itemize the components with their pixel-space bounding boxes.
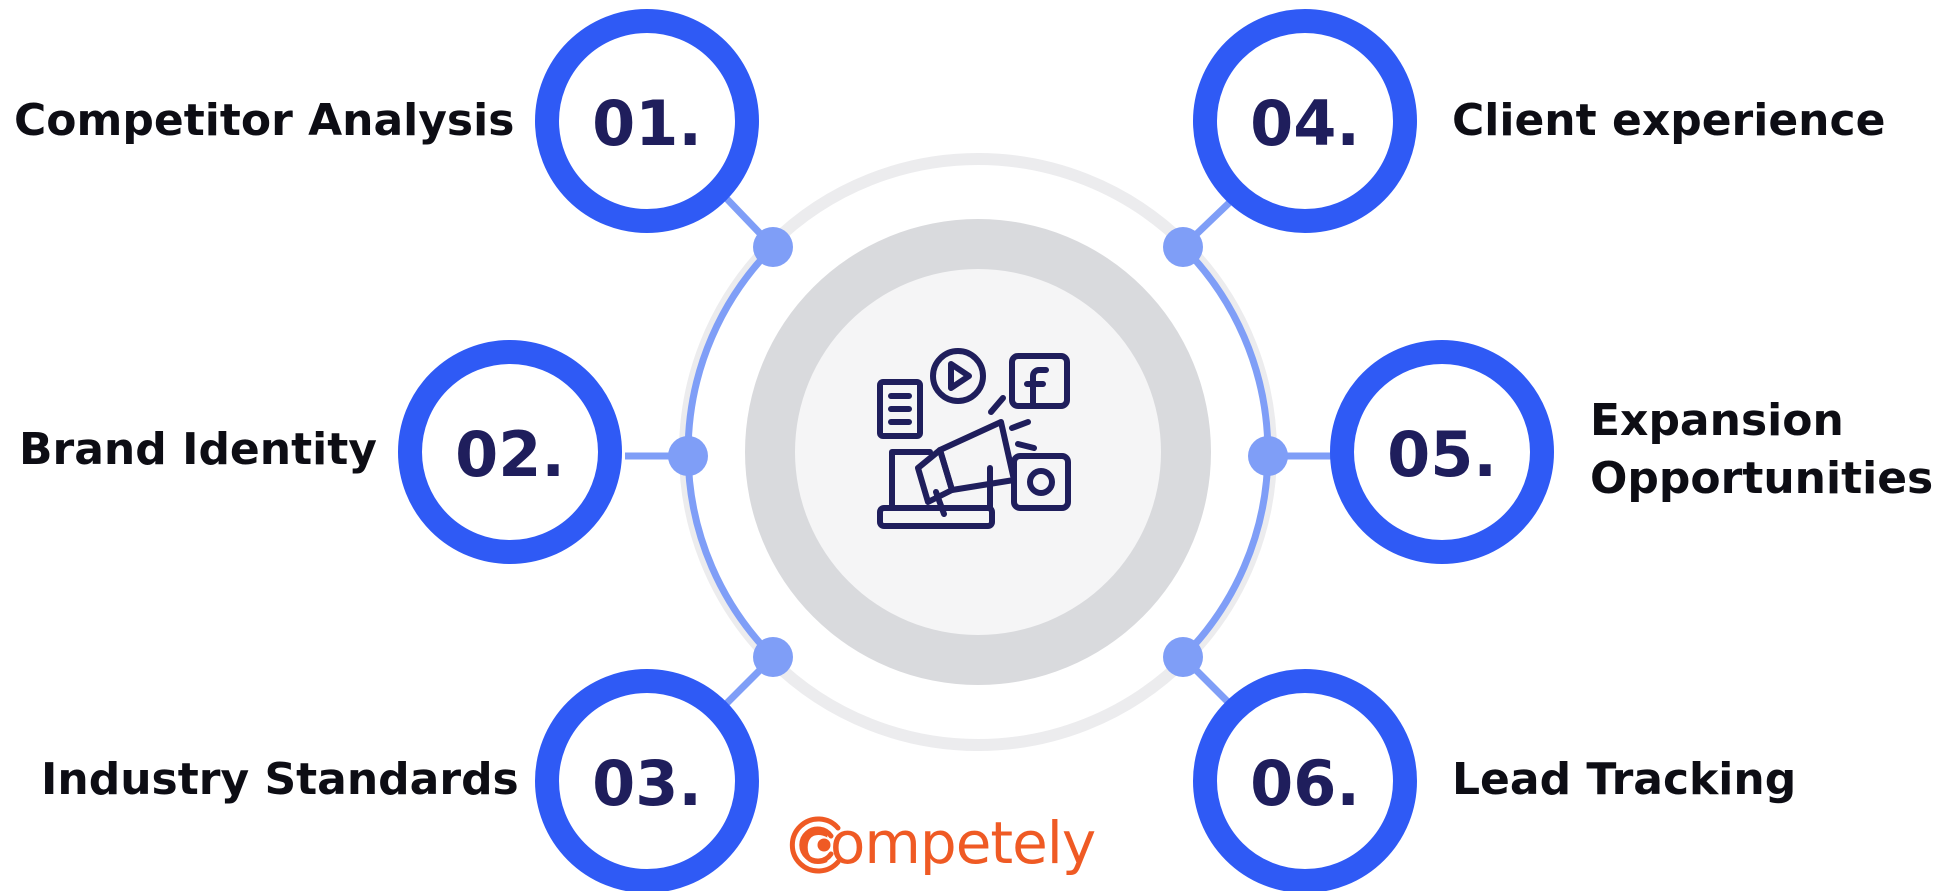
step-number-04: 04. — [1250, 87, 1360, 160]
step-number-01: 01. — [592, 87, 702, 160]
connector-dot-01 — [753, 227, 793, 267]
connector-dot-05 — [1248, 436, 1288, 476]
step-ring-02: 02. — [398, 340, 622, 564]
connector-dot-03 — [753, 637, 793, 677]
step-number-02: 02. — [455, 418, 565, 491]
brand-name: competely — [799, 809, 1096, 877]
step-label-06: Lead Tracking — [1452, 754, 1797, 805]
step-ring-04: 04. — [1193, 9, 1417, 233]
step-ring-05: 05. — [1330, 340, 1554, 564]
step-label-04: Client experience — [1452, 95, 1886, 146]
connector-dots — [668, 227, 1288, 677]
step-number-03: 03. — [592, 747, 702, 820]
step-ring-03: 03. — [535, 669, 759, 891]
step-label-05: Expansion Opportunities — [1590, 395, 1934, 504]
competely-logo-icon — [789, 816, 841, 874]
step-number-05: 05. — [1387, 418, 1497, 491]
center-disc — [795, 269, 1161, 635]
step-label-01: Competitor Analysis — [14, 95, 515, 146]
step-number-06: 06. — [1250, 747, 1360, 820]
step-label-03: Industry Standards — [41, 754, 519, 805]
step-ring-06: 06. — [1193, 669, 1417, 891]
step-label-02: Brand Identity — [19, 424, 377, 475]
step-ring-01: 01. — [535, 9, 759, 233]
brand-logo: competely — [795, 808, 1096, 878]
connector-dot-04 — [1163, 227, 1203, 267]
connector-dot-02 — [668, 436, 708, 476]
connector-dot-06 — [1163, 637, 1203, 677]
digital-marketing-icon — [877, 348, 1071, 529]
